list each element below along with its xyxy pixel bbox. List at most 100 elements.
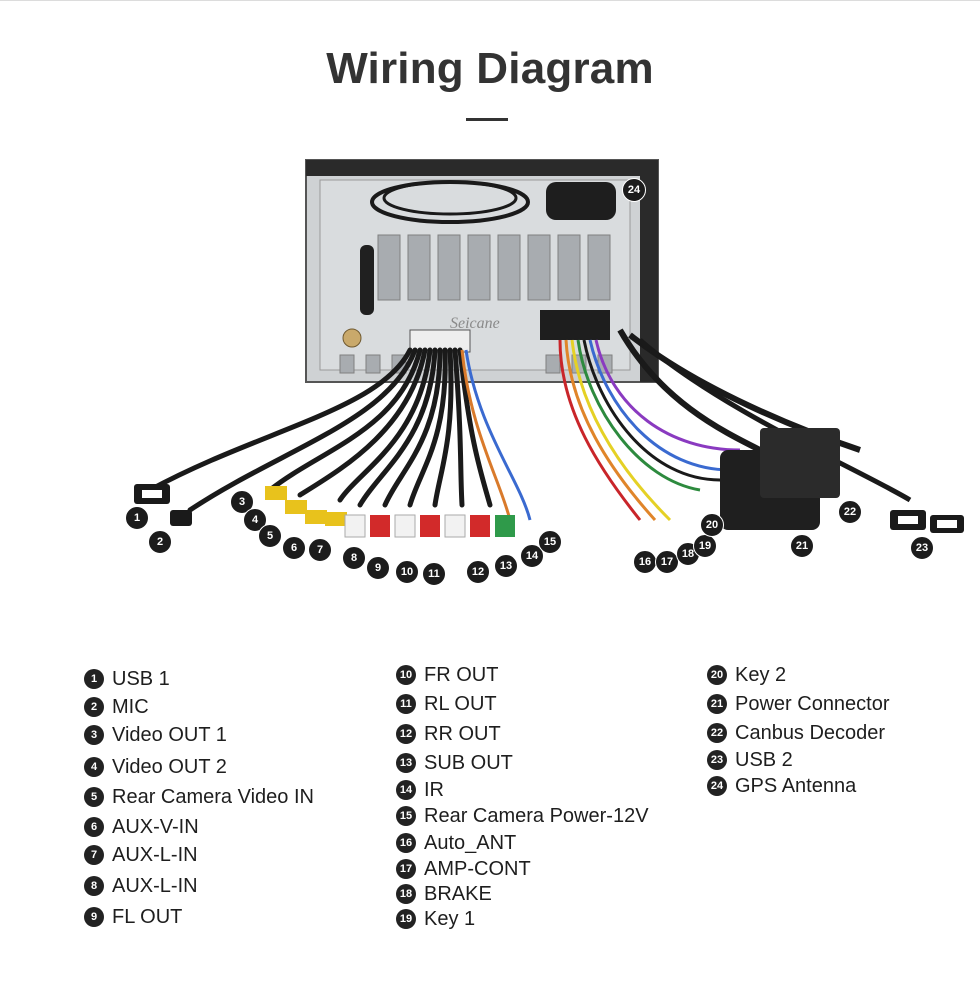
legend-label: Video OUT 1 — [112, 723, 227, 746]
legend-label: GPS Antenna — [735, 774, 857, 797]
legend-item: 6 AUX-V-IN — [84, 814, 199, 840]
number-badge: 6 — [84, 817, 104, 837]
legend-item: 10 FR OUT — [396, 662, 498, 688]
legend-item: 13 SUB OUT — [396, 750, 513, 776]
legend-item: 7 AUX-L-IN — [84, 842, 198, 868]
legend-label: AUX-L-IN — [112, 843, 198, 866]
canbus-decoder-block — [760, 428, 840, 498]
number-badge: 2 — [84, 697, 104, 717]
mic-connector — [170, 510, 192, 526]
power-harness-plug — [540, 310, 610, 340]
wiring-illustration: Seicane — [0, 150, 980, 590]
callout-7: 7 — [308, 538, 332, 562]
callout-21: 21 — [790, 534, 814, 558]
number-badge: 19 — [396, 909, 416, 929]
number-badge: 13 — [396, 753, 416, 773]
vent-slots — [339, 234, 613, 374]
legend-item: 15 Rear Camera Power-12V — [396, 803, 649, 829]
callout-15: 15 — [538, 530, 562, 554]
chassis-top-bar — [306, 160, 658, 176]
legend-label: Rear Camera Power-12V — [424, 804, 649, 827]
callout-20: 20 — [700, 513, 724, 537]
title-underline — [466, 118, 508, 121]
legend-item: 9 FL OUT — [84, 904, 182, 930]
radio-antenna-port — [342, 328, 362, 348]
legend-label: RL OUT — [424, 692, 497, 715]
callout-12: 12 — [466, 560, 490, 584]
number-badge: 9 — [84, 907, 104, 927]
legend-label: Key 1 — [424, 907, 476, 930]
signal-wires — [460, 349, 532, 521]
callout-1: 1 — [125, 506, 149, 530]
number-badge: 1 — [84, 669, 104, 689]
legend-label: USB 2 — [735, 748, 793, 771]
legend-label: IR — [424, 778, 444, 801]
legend-label: USB 1 — [112, 667, 170, 690]
callout-16: 16 — [633, 550, 657, 574]
legend-label: Rear Camera Video IN — [112, 785, 314, 808]
callout-6: 6 — [282, 536, 306, 560]
legend-item: 22 Canbus Decoder — [707, 720, 885, 746]
legend-item: 24 GPS Antenna — [707, 773, 856, 799]
number-badge: 17 — [396, 859, 416, 879]
number-badge: 22 — [707, 723, 727, 743]
page-title: Wiring Diagram — [326, 44, 654, 93]
callout-22: 22 — [838, 500, 862, 524]
number-badge: 8 — [84, 876, 104, 896]
legend-label: SUB OUT — [424, 751, 513, 774]
number-badge: 5 — [84, 787, 104, 807]
legend-label: MIC — [112, 695, 149, 718]
number-badge: 7 — [84, 845, 104, 865]
callout-2: 2 — [148, 530, 172, 554]
callout-10: 10 — [395, 560, 419, 584]
callout-11: 11 — [422, 562, 446, 586]
number-badge: 12 — [396, 724, 416, 744]
right-wire-bundle — [558, 339, 741, 522]
gps-antenna-puck — [546, 182, 616, 220]
legend-item: 17 AMP-CONT — [396, 856, 531, 882]
number-badge: 14 — [396, 780, 416, 800]
legend-item: 3 Video OUT 1 — [84, 722, 227, 748]
number-badge: 3 — [84, 725, 104, 745]
callout-19: 19 — [693, 534, 717, 558]
legend-label: FL OUT — [112, 905, 183, 928]
number-badge: 24 — [707, 776, 727, 796]
number-badge: 18 — [396, 884, 416, 904]
legend-label: AUX-V-IN — [112, 815, 199, 838]
callout-5: 5 — [258, 524, 282, 548]
number-badge: 4 — [84, 757, 104, 777]
power-cable — [617, 328, 762, 453]
callout-17: 17 — [655, 550, 679, 574]
rca-plugs — [265, 486, 515, 538]
legend-label: AMP-CONT — [424, 857, 531, 880]
callout-8: 8 — [342, 546, 366, 570]
brand-watermark: Seicane — [450, 315, 500, 332]
legend-item: 19 Key 1 — [396, 906, 475, 932]
legend-label: AUX-L-IN — [112, 874, 198, 897]
legend-item: 12 RR OUT — [396, 721, 501, 747]
legend-label: Canbus Decoder — [735, 721, 886, 744]
number-badge: 21 — [707, 694, 727, 714]
legend-item: 4 Video OUT 2 — [84, 754, 227, 780]
legend-item: 2 MIC — [84, 694, 149, 720]
callout-24: 24 — [622, 178, 646, 202]
legend-item: 18 BRAKE — [396, 881, 492, 907]
callout-13: 13 — [494, 554, 518, 578]
left-wire-bundle — [147, 347, 493, 513]
legend-label: Video OUT 2 — [112, 755, 227, 778]
legend-item: 23 USB 2 — [707, 747, 793, 773]
number-badge: 11 — [396, 694, 416, 714]
wifi-antenna — [360, 245, 374, 315]
legend-label: FR OUT — [424, 663, 499, 686]
legend-label: RR OUT — [424, 722, 501, 745]
legend-item: 5 Rear Camera Video IN — [84, 784, 314, 810]
number-badge: 10 — [396, 665, 416, 685]
legend-item: 1 USB 1 — [84, 666, 170, 692]
number-badge: 23 — [707, 750, 727, 770]
callout-9: 9 — [366, 556, 390, 580]
number-badge: 15 — [396, 806, 416, 826]
head-unit-drawing: Seicane — [134, 159, 964, 538]
legend-label: BRAKE — [424, 882, 492, 905]
